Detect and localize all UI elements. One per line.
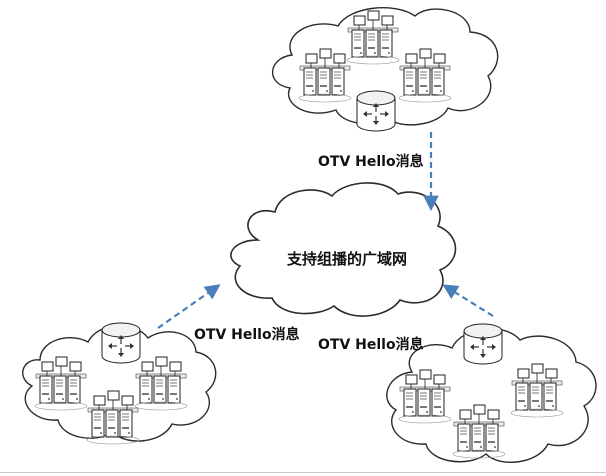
hello-arrow-right <box>442 284 494 317</box>
hello-arrow-left <box>157 284 221 329</box>
hello-message-label-top: OTV Hello消息 <box>318 154 424 170</box>
server-rack-icon <box>35 357 87 410</box>
wan-label: 支持组播的广域网 <box>287 250 408 268</box>
server-rack-icon <box>135 357 187 410</box>
server-rack-icon <box>347 11 399 64</box>
server-rack-icon <box>299 49 351 102</box>
router-icon <box>101 322 141 364</box>
server-rack-icon <box>511 364 563 417</box>
cloud-icon <box>230 182 457 317</box>
hello-message-label-right: OTV Hello消息 <box>318 337 424 353</box>
server-rack-icon <box>399 49 451 102</box>
router-icon <box>356 90 396 132</box>
router-icon <box>463 323 503 365</box>
hello-message-label-left: OTV Hello消息 <box>194 327 300 343</box>
wan-cloud <box>230 182 457 317</box>
server-rack-icon <box>453 405 505 458</box>
bottom-divider <box>0 472 606 473</box>
server-rack-icon <box>87 391 139 444</box>
server-rack-icon <box>399 370 451 423</box>
